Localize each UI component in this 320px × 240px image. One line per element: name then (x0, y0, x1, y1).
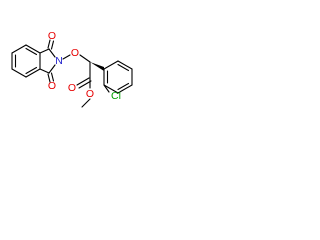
bond (48, 48, 56, 58)
phthalimide-benzene-ring (11, 44, 41, 78)
double-bond-inner (25, 47, 38, 56)
bond (103, 84, 110, 93)
bond (39, 68, 50, 74)
bond (79, 54, 91, 63)
oxygen-atom-top: O (48, 30, 56, 42)
bond (103, 84, 119, 94)
bond (39, 48, 50, 54)
oxygen-atom-ester: O (86, 88, 94, 100)
aminooxy-linker (62, 54, 91, 63)
double-bond (76, 77, 90, 86)
chlorine-atom: Cl (111, 90, 121, 102)
structure-diagram: O N O O O O Cl (11, 30, 133, 108)
bond (11, 44, 27, 54)
bond (11, 68, 27, 78)
double-bond (78, 80, 92, 89)
stereocenter (89, 61, 104, 79)
bond (62, 54, 71, 60)
double-bond (50, 40, 55, 50)
bond (117, 60, 133, 70)
bond (81, 98, 91, 108)
double-bond-inner (117, 82, 130, 91)
imide-ring (39, 39, 56, 83)
bond (117, 84, 133, 94)
molecule-canvas: O N O O O O Cl (0, 0, 152, 152)
oxygen-atom-ether: O (71, 47, 79, 59)
bond (25, 68, 41, 78)
wedge-bond (90, 62, 104, 71)
double-bond-inner (117, 63, 130, 72)
oxygen-atom-carbonyl: O (68, 82, 76, 94)
chlorophenyl-ring (103, 60, 133, 94)
double-bond (47, 39, 51, 49)
bond (25, 44, 41, 54)
bond (103, 60, 119, 70)
methyl-ester (76, 77, 92, 108)
nitrogen-atom: N (55, 55, 63, 67)
double-bond (47, 73, 51, 83)
double-bond (50, 72, 55, 82)
bond (48, 64, 56, 74)
oxygen-atom-bottom: O (48, 80, 56, 92)
double-bond-inner (25, 66, 38, 75)
